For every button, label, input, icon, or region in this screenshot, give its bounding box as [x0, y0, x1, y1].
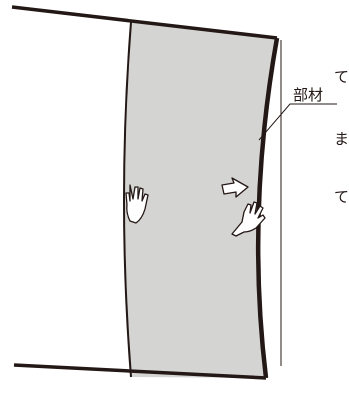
text-fragment: て [334, 68, 349, 86]
member-left-edge [123, 21, 132, 378]
hand-icon [125, 184, 149, 224]
label-leader-line [258, 103, 337, 141]
top-bar [11, 5, 278, 40]
text-fragment: ま [334, 130, 349, 148]
hand-icon [231, 201, 266, 237]
member-label: 部材 [293, 86, 324, 104]
member-panel [124, 22, 277, 378]
bottom-bar [13, 363, 267, 380]
text-fragment: て [334, 188, 349, 206]
arrow-icon [221, 177, 249, 198]
